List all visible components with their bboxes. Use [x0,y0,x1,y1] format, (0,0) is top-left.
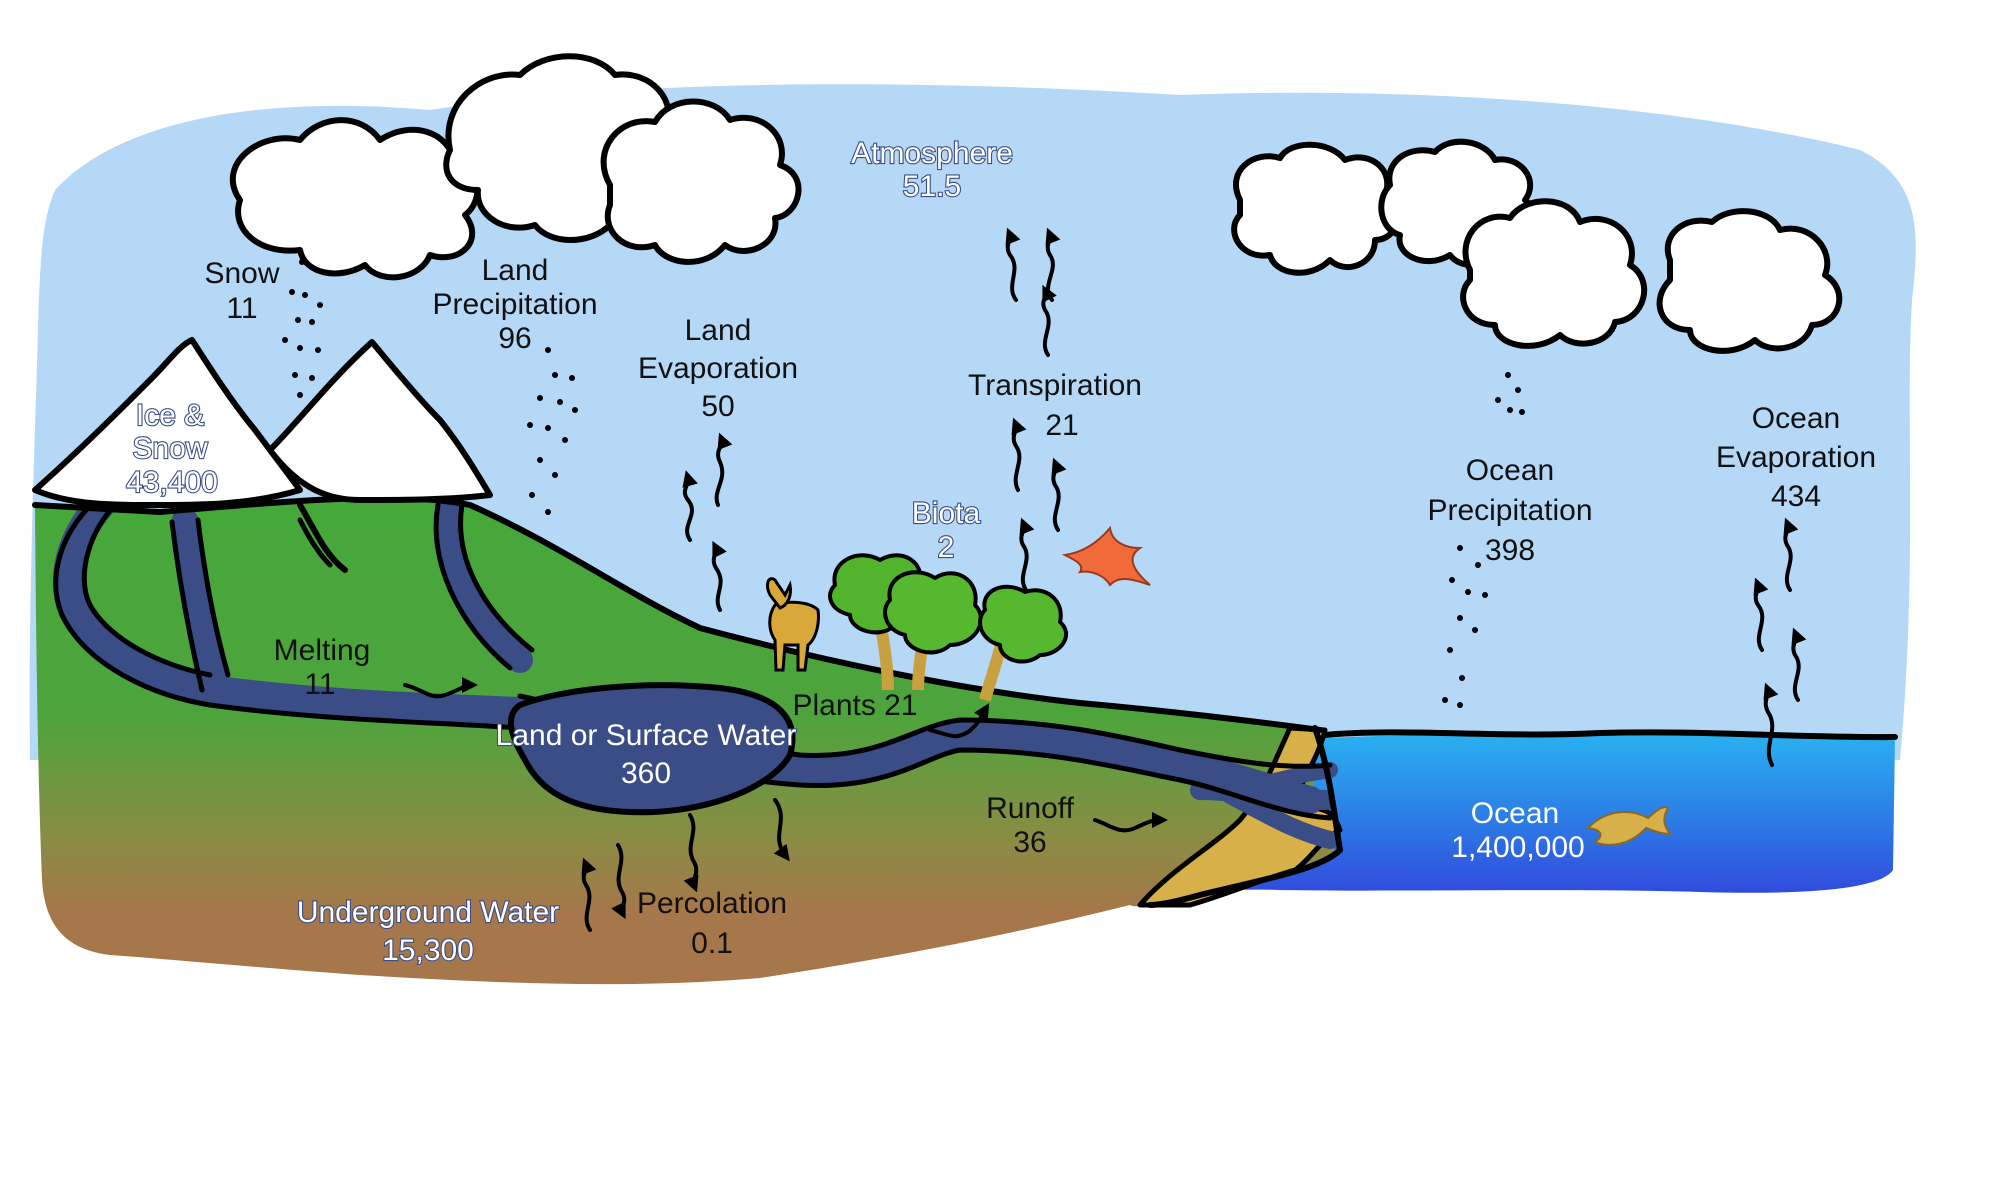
land-evaporation-label-2: Evaporation [638,352,798,385]
biota-label: Biota [912,497,981,530]
land-precipitation-value: 96 [498,322,531,355]
transpiration-label: Transpiration [968,369,1142,402]
land-evaporation-label-1: Land [685,314,752,347]
percolation-label: Percolation [637,887,787,920]
runoff-label: Runoff [986,792,1075,825]
snow-value: 11 [226,292,257,325]
land-precipitation-dots [527,347,578,515]
starfish-icon [1061,525,1151,587]
atmosphere-label: Atmosphere [851,137,1013,170]
land-evaporation-value: 50 [701,390,734,423]
surface-water-value: 360 [621,757,671,790]
ocean-precipitation-label-2: Precipitation [1427,494,1592,527]
glacier-stream [297,502,348,573]
ocean-evaporation-value: 434 [1771,480,1821,513]
biota-value: 2 [938,531,955,564]
mountain-right [267,339,493,503]
trees [828,553,1068,702]
underground-water-label: Underground Water [297,896,559,929]
ice-snow-label-2: Snow [132,432,207,465]
land-precipitation-label-2: Precipitation [432,288,597,321]
surface-water-lake [507,682,796,816]
ocean-precipitation-label-1: Ocean [1466,454,1554,487]
ocean-precipitation-dots [1442,372,1525,708]
runoff-value: 36 [1013,826,1046,859]
transpiration-value: 21 [1045,409,1078,442]
flow-arrows [403,227,1807,932]
coastline [1147,725,1343,908]
underground-water-value: 15,300 [382,934,474,967]
clouds-left [229,53,802,281]
mountain-left [32,337,303,508]
deer-icon [766,577,820,672]
fish-icon [1585,806,1672,846]
snow-label: Snow [204,257,279,290]
land-precipitation-label-1: Land [482,254,549,287]
ocean-label: Ocean [1471,797,1559,830]
clouds-right [1231,138,1843,354]
ocean-surface-line [1322,729,1898,741]
melting-label: Melting [274,634,371,667]
plants-label: Plants 21 [792,689,917,722]
river-outlines [53,502,1333,821]
ocean-evaporation-label-1: Ocean [1752,402,1840,435]
surface-water-label: Land or Surface Water [496,719,797,752]
ice-snow-value: 43,400 [126,466,218,499]
melting-value: 11 [304,668,335,701]
ocean-body [1160,734,1895,900]
ocean-value: 1,400,000 [1451,831,1584,864]
snow-dots [282,259,323,398]
ocean-evaporation-label-2: Evaporation [1716,441,1876,474]
ocean-precipitation-value: 398 [1485,534,1535,567]
ice-snow-label-1: Ice & [136,399,204,432]
atmosphere-value: 51.5 [903,170,961,203]
percolation-value: 0.1 [691,927,733,960]
